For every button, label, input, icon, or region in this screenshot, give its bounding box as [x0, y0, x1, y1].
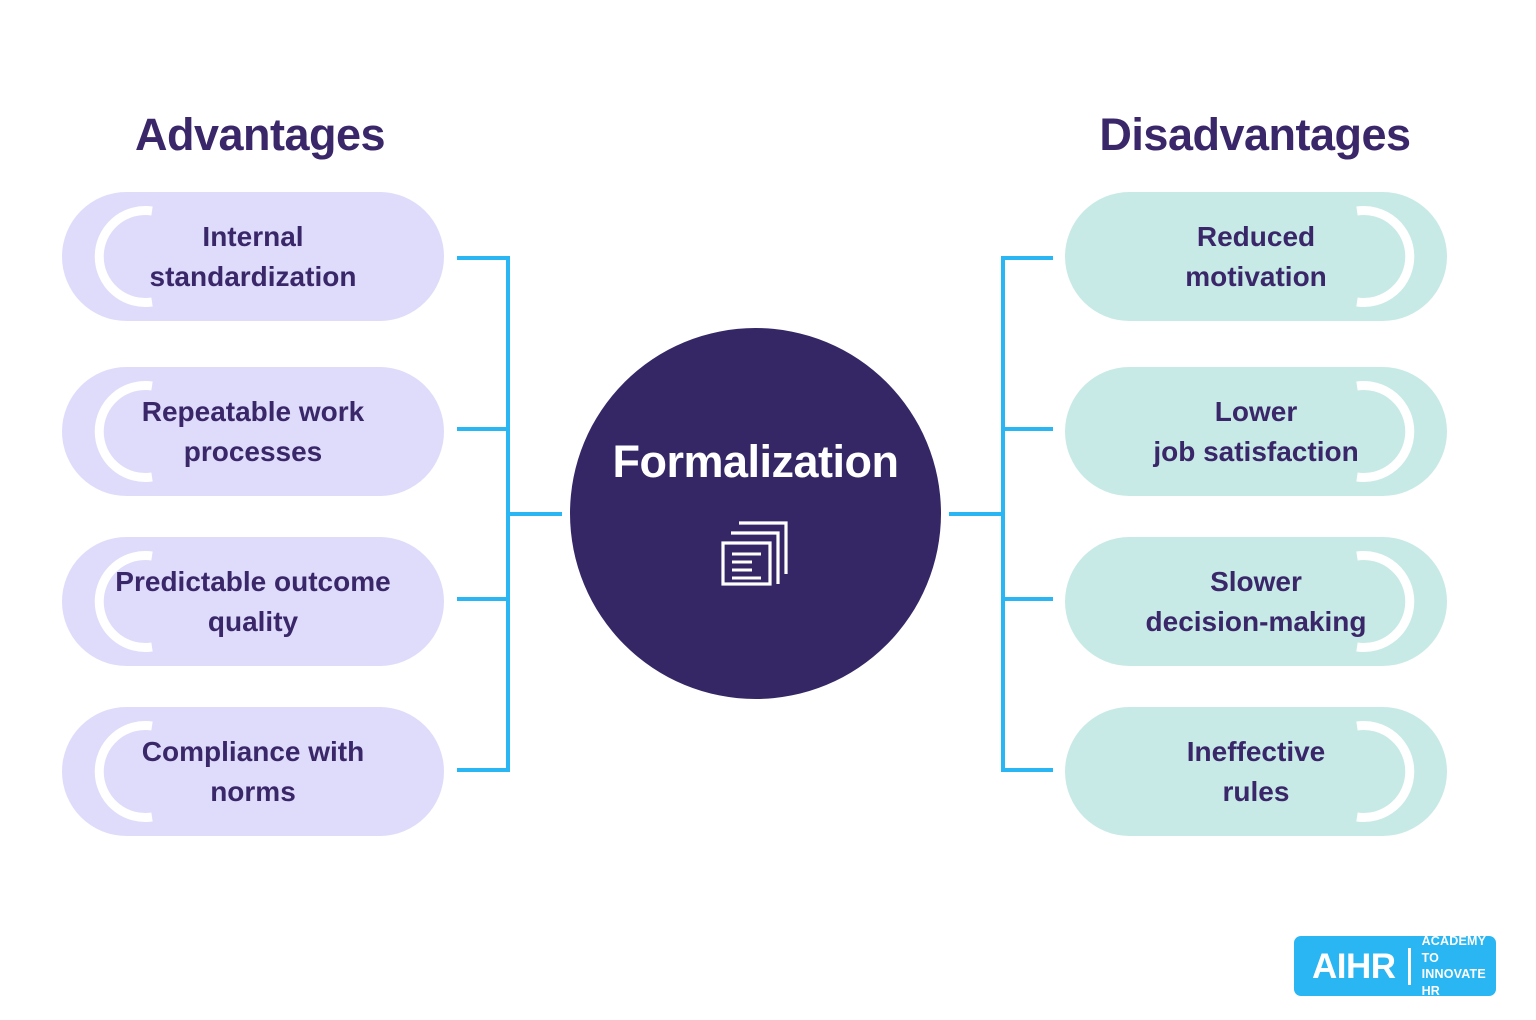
- disadvantage-pill-2[interactable]: Lower job satisfaction: [1065, 367, 1447, 496]
- advantage-pill-3-label: Predictable outcome quality: [115, 565, 391, 637]
- aihr-tagline: ACADEMY TO INNOVATE HR: [1421, 934, 1486, 998]
- advantage-pill-4[interactable]: Compliance with norms: [62, 707, 444, 836]
- aihr-logo: AIHR ACADEMY TO INNOVATE HR: [1294, 934, 1496, 998]
- advantage-pill-2[interactable]: Repeatable work processes: [62, 367, 444, 496]
- advantage-pill-1[interactable]: Internal standardization: [62, 192, 444, 321]
- documents-stack-icon: [720, 521, 788, 586]
- center-node-title: Formalization: [612, 436, 899, 487]
- disadvantages-heading: Disadvantages: [1099, 109, 1411, 160]
- disadvantage-pill-4[interactable]: Ineffective rules: [1065, 707, 1447, 836]
- advantage-pill-3[interactable]: Predictable outcome quality: [62, 537, 444, 666]
- disadvantage-pill-4-label: Ineffective rules: [1186, 735, 1326, 807]
- disadvantage-pill-2-label: Lower job satisfaction: [1153, 395, 1359, 467]
- disadvantage-pill-3[interactable]: Slower decision-making: [1065, 537, 1447, 666]
- disadvantage-pill-1[interactable]: Reduced motivation: [1065, 192, 1447, 321]
- disadvantage-pill-1-label: Reduced motivation: [1185, 220, 1327, 292]
- advantages-heading: Advantages: [134, 109, 386, 160]
- advantage-pill-4-label: Compliance with norms: [141, 735, 365, 807]
- logo-divider: [1407, 947, 1411, 985]
- aihr-wordmark: AIHR: [1312, 946, 1396, 986]
- center-node-formalization[interactable]: Formalization: [570, 328, 941, 699]
- disadvantage-pill-3-label: Slower decision-making: [1145, 565, 1367, 637]
- advantage-pill-1-label: Internal standardization: [149, 220, 357, 292]
- advantage-pill-2-label: Repeatable work processes: [141, 395, 365, 467]
